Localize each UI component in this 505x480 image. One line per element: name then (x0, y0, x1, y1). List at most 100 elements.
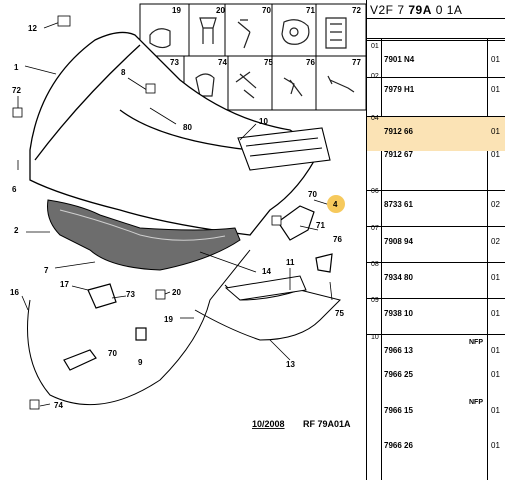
part-number: 7966 26 (384, 441, 413, 450)
svg-text:77: 77 (352, 58, 361, 67)
svg-text:71: 71 (306, 6, 315, 15)
seal-strip (194, 284, 341, 341)
row-index: 02 (371, 73, 379, 80)
quantity: 01 (491, 370, 500, 379)
part-number: 7966 25 (384, 370, 413, 379)
svg-text:72: 72 (12, 86, 21, 95)
inset-labels: 19 20 70 71 72 73 74 75 76 77 (170, 6, 361, 67)
part-number: 7912 66 (384, 127, 413, 136)
row-separator (367, 334, 505, 335)
header-prefix: V2F 7 (370, 3, 409, 17)
svg-text:74: 74 (54, 401, 63, 410)
col-line-2 (487, 38, 488, 480)
quantity: 01 (491, 346, 500, 355)
insulation-pad (47, 199, 241, 271)
quantity: 01 (491, 127, 500, 136)
inset-parts-box (139, 3, 366, 111)
header-suffix: 0 1A (431, 3, 463, 17)
row-index: 06 (371, 188, 379, 195)
svg-text:75: 75 (335, 309, 344, 318)
quantity: 01 (491, 406, 500, 415)
part-number: 7966 13 (384, 346, 413, 355)
svg-text:10: 10 (259, 117, 268, 126)
quantity: 01 (491, 55, 500, 64)
trim-strip (224, 275, 307, 301)
parts-list-panel: V2F 7 79A 0 1A 01 7901 N4 01 02 7979 H1 01 04 7… (367, 0, 505, 480)
quantity: 01 (491, 441, 500, 450)
callout-4: 4 (333, 200, 338, 209)
quantity: 02 (491, 237, 500, 246)
panel-divider (366, 0, 367, 480)
svg-text:73: 73 (126, 290, 135, 299)
svg-text:73: 73 (170, 58, 179, 67)
ref-code: RF 79A01A (303, 419, 351, 429)
row-separator (367, 77, 505, 78)
svg-text:16: 16 (10, 288, 19, 297)
svg-text:2: 2 (14, 226, 19, 235)
col-line-1 (381, 38, 382, 480)
svg-text:19: 19 (172, 6, 181, 15)
row-index: 08 (371, 261, 379, 268)
svg-text:70: 70 (262, 6, 271, 15)
part-number: 7908 94 (384, 237, 413, 246)
svg-text:20: 20 (216, 6, 225, 15)
header-rule-2 (367, 38, 505, 39)
svg-text:70: 70 (108, 349, 117, 358)
quantity: 02 (491, 200, 500, 209)
svg-text:74: 74 (218, 58, 227, 67)
svg-text:17: 17 (60, 280, 69, 289)
ref-date: 10/2008 (252, 419, 285, 429)
svg-text:80: 80 (183, 123, 192, 132)
svg-text:9: 9 (138, 358, 143, 367)
part-number: 8733 61 (384, 200, 413, 209)
svg-text:8: 8 (121, 68, 126, 77)
part-number: 7934 80 (384, 273, 413, 282)
row-separator (367, 40, 505, 41)
part-number: 7966 15 (384, 406, 413, 415)
svg-text:71: 71 (316, 221, 325, 230)
svg-text:14: 14 (262, 267, 271, 276)
row-separator (367, 116, 505, 117)
nfp-flag: NFP (469, 339, 483, 346)
part-number: 7938 10 (384, 309, 413, 318)
quantity: 01 (491, 309, 500, 318)
release-cable (27, 249, 251, 406)
row-separator (367, 226, 505, 227)
svg-text:72: 72 (352, 6, 361, 15)
header-bold: 79A (408, 3, 432, 17)
row-index: 10 (371, 334, 379, 341)
svg-text:76: 76 (306, 58, 315, 67)
part-number: 7979 H1 (384, 85, 415, 94)
row-index: 07 (371, 225, 379, 232)
row-index: 09 (371, 297, 379, 304)
quantity: 01 (491, 150, 500, 159)
header-rule (367, 18, 505, 19)
part-number: 7901 N4 (384, 55, 415, 64)
quantity: 01 (491, 85, 500, 94)
row-separator (367, 190, 505, 191)
svg-text:1: 1 (14, 63, 19, 72)
svg-text:12: 12 (28, 24, 37, 33)
grille-strip (237, 127, 331, 171)
svg-text:76: 76 (333, 235, 342, 244)
svg-text:19: 19 (164, 315, 173, 324)
header-code: V2F 7 79A 0 1A (370, 3, 462, 17)
svg-text:20: 20 (172, 288, 181, 297)
row-index: 01 (371, 43, 379, 50)
part-number: 7912 67 (384, 150, 413, 159)
quantity: 01 (491, 273, 500, 282)
svg-text:13: 13 (286, 360, 295, 369)
row-index: 04 (371, 115, 379, 122)
svg-text:75: 75 (264, 58, 273, 67)
highlight-callout[interactable] (327, 195, 345, 213)
highlight-row (367, 117, 505, 151)
nfp-flag: NFP (469, 399, 483, 406)
row-separator (367, 262, 505, 263)
callout-numbers: 12 1 72 6 2 7 8 80 10 14 11 70 71 76 75 … (10, 24, 344, 410)
row-separator (367, 298, 505, 299)
svg-text:7: 7 (44, 266, 49, 275)
reference-boxes (12, 15, 282, 410)
svg-text:11: 11 (286, 258, 295, 267)
svg-text:6: 6 (12, 185, 17, 194)
